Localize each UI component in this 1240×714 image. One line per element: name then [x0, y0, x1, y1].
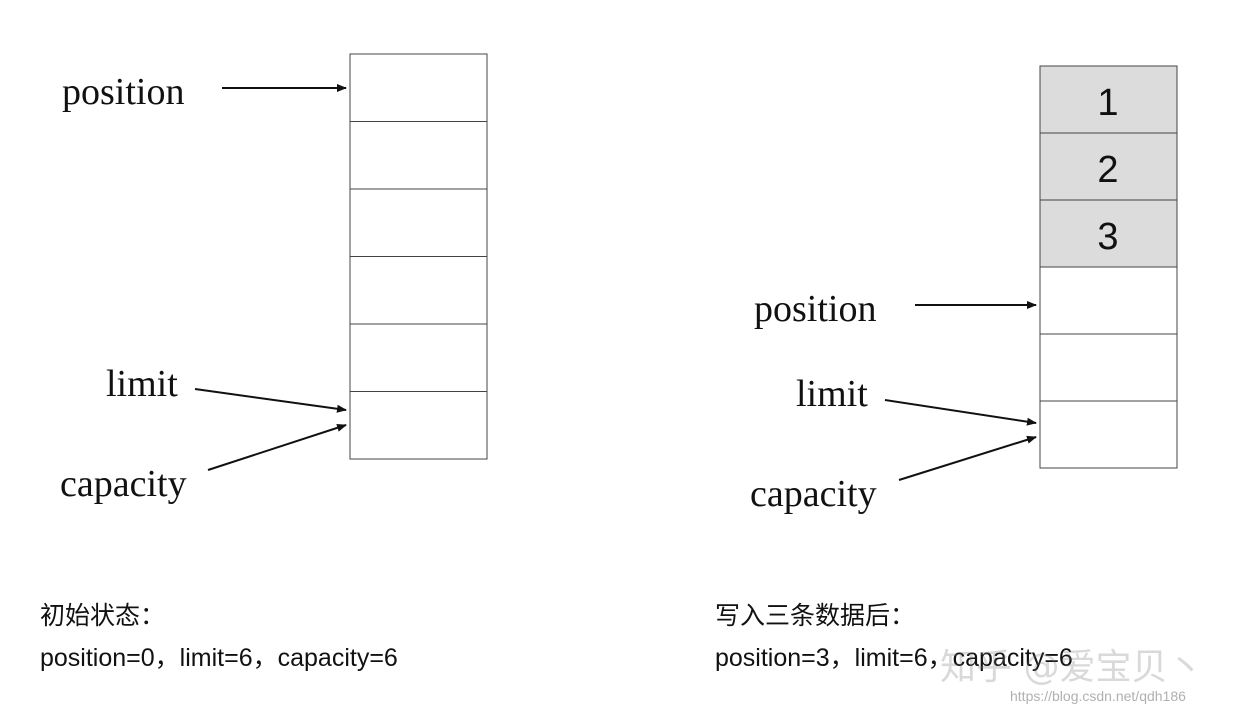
left-buffer-cell-5 — [349, 323, 488, 392]
left-capacity-label: capacity — [60, 463, 187, 505]
right-capacity-label: capacity — [750, 473, 877, 515]
left-limit-arrow — [194, 388, 347, 413]
right-caption-values: position=3，limit=6，capacity=6 — [715, 644, 1073, 672]
left-buffer — [349, 53, 488, 460]
watermark-text: 知乎 @爱宝贝丶 — [940, 647, 1204, 688]
left-capacity-arrow — [207, 423, 347, 471]
right-buffer-cell-4 — [1039, 266, 1178, 335]
right-position-label: position — [754, 288, 876, 330]
right-cell-2-value: 2 — [1097, 149, 1118, 191]
right-cell-1-value: 1 — [1097, 82, 1118, 124]
right-cell-3-value: 3 — [1097, 216, 1118, 258]
left-buffer-cell-1 — [349, 53, 488, 122]
right-limit-arrow — [884, 399, 1037, 426]
right-buffer — [1039, 65, 1178, 469]
left-buffer-cell-3 — [349, 188, 488, 257]
watermark-url: https://blog.csdn.net/qdh186 — [1010, 688, 1186, 704]
left-caption-values: position=0，limit=6，capacity=6 — [40, 644, 398, 672]
left-buffer-cell-2 — [349, 121, 488, 190]
left-buffer-cell-4 — [349, 256, 488, 325]
right-buffer-cell-5 — [1039, 333, 1178, 402]
right-caption-title: 写入三条数据后： — [715, 602, 916, 630]
right-capacity-arrow — [898, 435, 1037, 481]
right-buffer-cell-2 — [1039, 132, 1178, 201]
right-limit-label: limit — [796, 373, 868, 415]
left-position-label: position — [62, 71, 184, 113]
left-limit-label: limit — [106, 363, 178, 405]
right-buffer-cell-6 — [1039, 400, 1178, 469]
left-buffer-cell-6 — [349, 391, 488, 460]
left-caption-title: 初始状态： — [40, 602, 166, 630]
